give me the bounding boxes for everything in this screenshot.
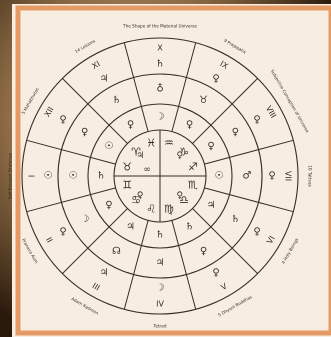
zodiac-sign: ♑ [179,146,189,159]
middle-symbol: ♀ [81,127,88,138]
zodiac-sign: ♉ [122,161,132,174]
inner-symbol: ♃ [207,200,216,211]
inner-symbol: ♀ [127,119,134,130]
zodiac-sign: ♍ [164,202,174,215]
middle-symbol: ☊ [112,246,121,257]
outer-symbol: ♀ [212,268,219,279]
middle-symbol: ♉ [199,95,208,106]
house-numeral: I [28,175,37,177]
zodiac-sign: ♐ [188,161,198,174]
zodiac-sign: ♊ [122,178,132,191]
middle-symbol: ☉ [69,171,78,182]
house-label: 10 Tattvas [308,165,313,187]
inner-symbol: ♀ [207,141,214,152]
outer-symbol: ♀ [268,171,275,182]
inner-symbol: ♃ [126,222,135,233]
paper-sheet [12,4,331,337]
outer-symbol: ♀ [212,74,219,85]
zodiac-sign: ♏ [188,178,198,191]
outer-symbol: ♃ [100,74,109,85]
middle-symbol: ♀ [200,246,207,257]
middle-symbol: ♄ [231,214,240,225]
outer-symbol: ♀ [253,115,260,126]
inner-symbol: ♀ [105,200,112,211]
inner-symbol: ♀ [186,119,193,130]
outer-symbol: ♀ [253,227,260,238]
inner-symbol: ☉ [104,141,113,152]
middle-symbol: ♀ [232,127,239,138]
house-label: The Shape of the Material Universe [122,24,197,29]
zodiac-sign: ♈ [131,146,141,159]
house-numeral: X [157,44,163,53]
inner-symbol: ♄ [185,222,194,233]
outer-symbol: ♃ [100,268,109,279]
middle-symbol: ♁ [156,83,163,95]
outer-symbol: ☉ [44,171,53,182]
zodiac-sign: ♌ [146,202,156,215]
inner-symbol: ♄ [97,171,106,182]
outer-symbol: ♄ [156,59,165,70]
outer-symbol: ☽ [156,283,165,294]
inner-symbol: ☉ [215,171,224,182]
middle-symbol: ♂ [243,171,252,182]
house-numeral: VII [284,171,293,181]
middle-symbol: ♄ [112,95,121,106]
inner-symbol: ☽ [156,112,165,123]
zodiac-sign: ♒ [164,137,174,150]
house-label: Self-Existent Brahman [8,152,13,199]
zodiac-sign: ♋ [131,194,141,207]
inner-symbol: ♄ [156,230,165,241]
outer-symbol: ♀ [59,115,66,126]
middle-symbol: ♃ [156,258,165,269]
zodiac-sign: ♎ [179,194,189,207]
house-label: Tetrad [152,324,166,329]
corner-mark: ∞ [143,165,151,175]
middle-symbol: ☽ [80,214,89,225]
house-numeral: IV [156,300,164,309]
zodiac-sign: ♓ [146,137,156,150]
outer-symbol: ♀ [59,227,66,238]
